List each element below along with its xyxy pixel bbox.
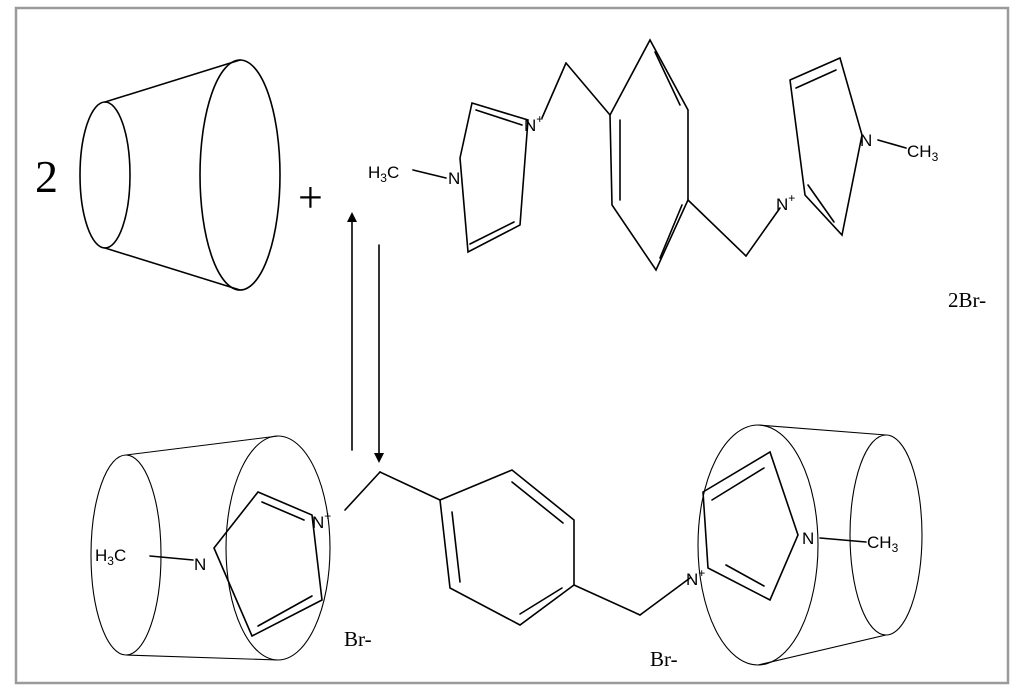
n-plus-label-bottom-right: N+ (686, 566, 705, 589)
cyclodextrin-cone-bottom-right (697, 424, 923, 666)
counter-ion-bottom-right: Br- (650, 647, 678, 671)
methyl-label-top: H3C (368, 163, 399, 185)
nitrogen-label-bottom-left: N (194, 555, 206, 574)
equilibrium-arrows (347, 212, 384, 463)
counter-ion-bottom-left: Br- (344, 627, 372, 651)
n-plus-label-bottom-left: N+ (312, 509, 331, 532)
stoichiometric-coefficient: 2 (35, 151, 58, 202)
top-molecule-atoms: H3C N N+ N+ N CH3 (368, 112, 939, 214)
methyl-label-bottom-left: H3C (95, 546, 126, 568)
n-plus-label-top-left: N+ (524, 112, 543, 135)
nitrogen-label-top-left: N (448, 169, 460, 188)
plus-sign: + (298, 173, 323, 222)
top-molecule-bonds (412, 38, 907, 272)
cyclodextrin-cone-top (79, 59, 281, 291)
nitrogen-label-top-right: N (860, 131, 872, 150)
n-plus-label-top-right: N+ (776, 191, 795, 214)
nitrogen-label-bottom-right: N (802, 529, 814, 548)
bottom-molecule-atoms: H3C N N+ N+ N CH3 (95, 509, 899, 589)
methyl-label-top-right: CH3 (907, 142, 939, 164)
cyclodextrin-cone-bottom-left (90, 435, 331, 661)
figure-border (14, 6, 1010, 685)
methyl-label-bottom-right: CH3 (867, 533, 899, 555)
counter-ion-top: 2Br- (948, 288, 986, 312)
bottom-molecule-bonds (149, 450, 867, 638)
